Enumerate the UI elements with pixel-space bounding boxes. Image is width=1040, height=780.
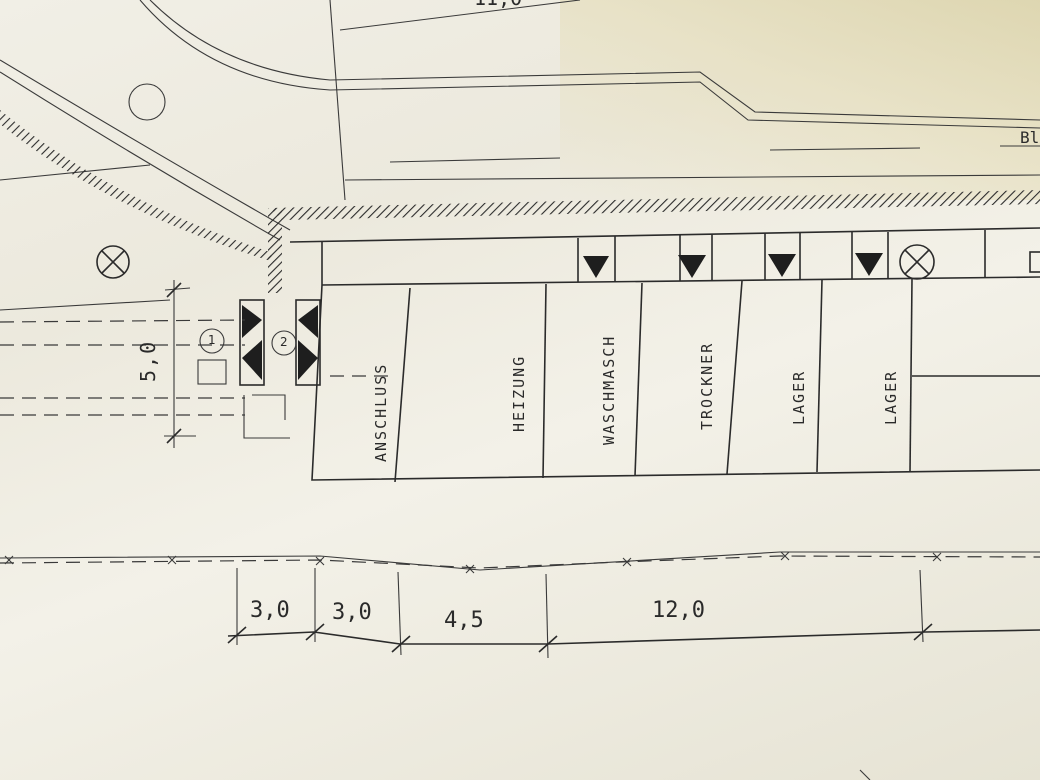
triangle-marker (768, 254, 796, 277)
callout-circle-1 (199, 328, 225, 354)
gate-symbol (239, 299, 321, 439)
room-block-outline (311, 284, 1040, 481)
room-divider (542, 283, 547, 479)
strip-bottom (321, 276, 1040, 286)
hatched-wall-vertical (268, 208, 282, 293)
room-divider (726, 280, 743, 475)
room-divider (634, 282, 643, 477)
top-right-label-fragment: Bl (1020, 128, 1040, 147)
lamp-symbol-right (899, 244, 935, 280)
vertical-dimension-label: 5,0 (136, 339, 160, 382)
dimension-ticks (227, 623, 933, 653)
bottom-dimension-line (227, 629, 1040, 645)
room-label-lager-2: LAGER (882, 369, 900, 425)
room-label-heizung: HEIZUNG (510, 354, 528, 432)
room-label-trockner: TROCKNER (698, 341, 716, 430)
callout-label-1: 1 (208, 333, 216, 347)
road-curve-inner (139, 0, 1040, 129)
callout-circle-2 (271, 330, 297, 356)
room-divider (909, 278, 913, 473)
triangle-marker (583, 256, 609, 278)
strip-top (289, 227, 1040, 243)
dimension-label-3-0-a: 3,0 (250, 598, 290, 623)
lamp-symbol-left (96, 245, 130, 279)
hatched-wall-curved (0, 110, 274, 262)
room-label-waschmasch: WASCHMASCH (600, 334, 618, 445)
room-divider (816, 279, 823, 473)
dimension-label-4-5: 4,5 (444, 608, 484, 633)
triangle-marker (678, 255, 706, 278)
property-line-markers (4, 551, 942, 574)
property-line (0, 555, 1040, 569)
callout-label-2: 2 (280, 335, 288, 349)
triangle-marker (855, 253, 883, 276)
road-edge-left (0, 59, 291, 231)
dimension-label-12-0: 12,0 (652, 598, 705, 623)
road-curve-outer (149, 0, 1040, 121)
dimension-label-3-0-b: 3,0 (332, 600, 372, 625)
room-divider (394, 287, 411, 483)
hatched-wall-top (270, 190, 1040, 220)
top-dimension-label: 11,0 (474, 0, 522, 10)
room-label-lager-1: LAGER (790, 369, 808, 425)
room-label-anschluss: ANSCHLUSS (372, 362, 390, 462)
manhole-circle (128, 83, 166, 121)
small-box (197, 359, 227, 385)
